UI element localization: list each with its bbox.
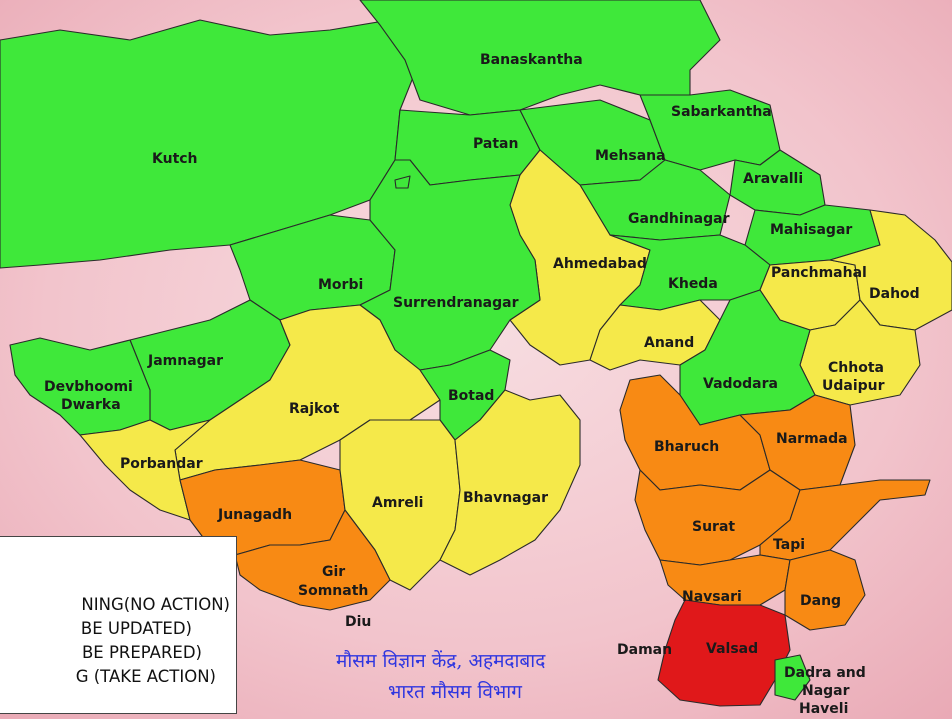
label-devbhoomi-dwarka-2: Dwarka (61, 397, 121, 413)
label-rajkot: Rajkot (289, 401, 340, 417)
legend-row-warning: G (TAKE ACTION) (0, 667, 236, 691)
label-narmada: Narmada (776, 431, 848, 447)
legend-text: BE PREPARED) (81, 643, 202, 662)
district-dadra-nagar-haveli[interactable] (774, 654, 811, 701)
imd-caption: मौसम विज्ञान केंद्र, अहमदाबाद भारत मौसम … (336, 649, 546, 703)
district-kutch-island (394, 175, 411, 189)
label-banaskantha: Banaskantha (480, 52, 583, 68)
label-daman: Daman (617, 642, 672, 658)
legend-text: G (TAKE ACTION) (75, 667, 216, 686)
district-bhavnagar[interactable] (439, 389, 581, 576)
label-aravalli: Aravalli (743, 171, 803, 187)
caption-line-2: भारत मौसम विभाग (388, 680, 522, 703)
label-sabarkantha: Sabarkantha (671, 104, 772, 120)
label-vadodara: Vadodara (703, 376, 778, 392)
label-gir-somnath-1: Gir (322, 564, 345, 580)
district-narmada[interactable] (739, 394, 856, 491)
label-mehsana: Mehsana (595, 148, 666, 164)
label-botad: Botad (448, 388, 494, 404)
label-patan: Patan (473, 136, 518, 152)
legend-row-no-warning: NING(NO ACTION) (0, 595, 236, 619)
label-diu: Diu (345, 614, 371, 630)
label-mahisagar: Mahisagar (770, 222, 852, 238)
legend-text: NING(NO ACTION) (81, 595, 230, 614)
label-panchmahal: Panchmahal (771, 265, 867, 281)
label-gandhinagar: Gandhinagar (628, 211, 730, 227)
label-chhota-udaipur-1: Chhota (828, 360, 884, 376)
label-anand: Anand (644, 335, 694, 351)
legend-text: BE UPDATED) (80, 619, 192, 638)
district-surrendranagar[interactable] (359, 159, 541, 371)
label-dadra-1: Dadra and (784, 665, 866, 681)
label-navsari: Navsari (682, 589, 742, 605)
label-dang: Dang (800, 593, 841, 609)
label-devbhoomi-dwarka-1: Devbhoomi (44, 379, 133, 395)
district-labels: Banaskantha Kutch Patan Mehsana Sabarkan… (44, 52, 920, 717)
label-bharuch: Bharuch (654, 439, 719, 455)
label-porbandar: Porbandar (120, 456, 203, 472)
label-dadra-2: Nagar (802, 683, 850, 699)
label-kutch: Kutch (152, 151, 198, 167)
district-porbandar[interactable] (79, 419, 211, 521)
label-surrendranagar: Surrendranagar (393, 295, 519, 311)
label-chhota-udaipur-2: Udaipur (822, 378, 885, 394)
label-jamnagar: Jamnagar (147, 353, 223, 369)
label-amreli: Amreli (372, 495, 423, 511)
label-gir-somnath-2: Somnath (298, 583, 368, 599)
legend-row-watch: BE UPDATED) (0, 619, 236, 643)
district-banaskantha[interactable] (359, 0, 721, 116)
label-kheda: Kheda (668, 276, 718, 292)
district-valsad[interactable] (657, 599, 791, 707)
label-dahod: Dahod (869, 286, 920, 302)
legend-row-alert: BE PREPARED) (0, 643, 236, 667)
label-bhavnagar: Bhavnagar (463, 490, 548, 506)
label-dadra-3: Haveli (799, 701, 848, 717)
caption-line-1: मौसम विज्ञान केंद्र, अहमदाबाद (336, 649, 546, 672)
warning-legend: NING(NO ACTION) BE UPDATED) BE PREPARED)… (0, 536, 237, 714)
label-junagadh: Junagadh (217, 507, 292, 523)
label-surat: Surat (692, 519, 735, 535)
district-gir-somnath[interactable] (234, 509, 391, 611)
label-morbi: Morbi (318, 277, 363, 293)
label-tapi: Tapi (773, 537, 805, 553)
district-tapi[interactable] (759, 479, 931, 561)
district-dang[interactable] (784, 549, 866, 631)
district-rajkot[interactable] (174, 304, 441, 481)
label-ahmedabad: Ahmedabad (553, 256, 647, 272)
label-valsad: Valsad (706, 641, 758, 657)
